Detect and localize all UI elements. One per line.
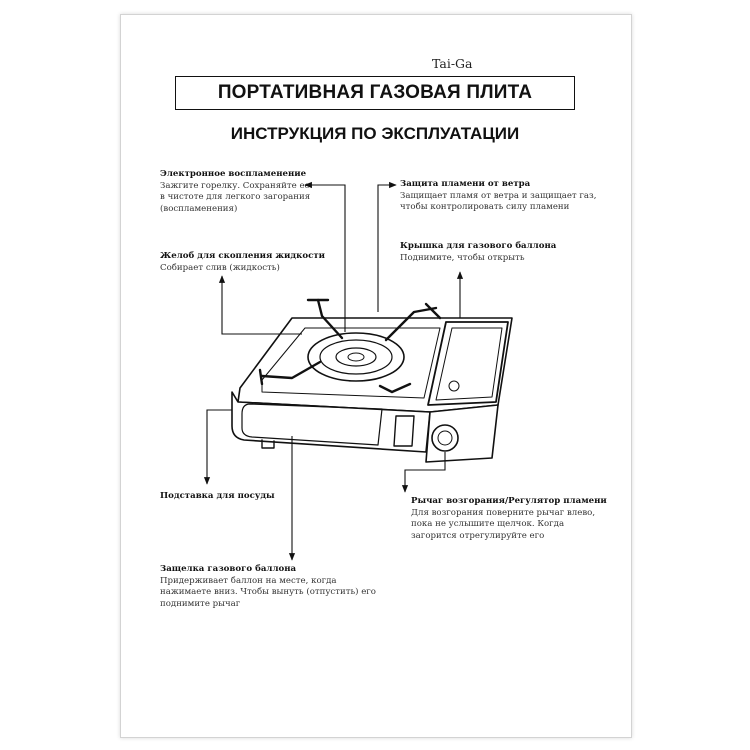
callout-gutter-title: Желоб для скопления жидкости	[160, 251, 326, 261]
callout-lever: Рычаг возгорания/Регулятор пламени Для в…	[411, 496, 607, 542]
callout-ignition-line: в чистоте для легкого загорания	[160, 192, 311, 202]
callout-pot-stand: Подставка для посуды	[160, 491, 275, 503]
brand-name: Tai-Ga	[432, 56, 473, 71]
callout-ignition-line: (воспламенения)	[160, 203, 238, 214]
callout-latch-line: поднимите рычаг	[160, 598, 241, 609]
callout-cover-line: Поднимите, чтобы открыть	[400, 252, 525, 263]
leader-lever	[401, 452, 446, 493]
callout-gutter-line: Собирает слив (жидкость)	[160, 262, 280, 273]
leader-ignition	[304, 181, 346, 332]
callout-wind-title: Защита пламени от ветра	[400, 179, 531, 189]
leader-arrows	[203, 181, 464, 561]
callout-lever-line: пока не услышите щелчок. Когда	[411, 519, 565, 529]
callout-lever-line: загорится отрегулируйте его	[411, 530, 545, 541]
callout-gutter: Желоб для скопления жидкости Собирает сл…	[160, 251, 325, 274]
callout-wind-line: чтобы контролировать силу пламени	[400, 202, 570, 212]
callout-ignition-title: Электронное воспламенение	[160, 169, 307, 179]
callout-pot-stand-title: Подставка для посуды	[160, 491, 275, 501]
callout-lever-line: Для возгорания поверните рычаг влево,	[411, 507, 596, 518]
callout-latch-line: нажимаете вниз. Чтобы вынуть (отпустить)…	[160, 587, 376, 597]
callout-wind-line: Защищает пламя от ветра и защищает газ,	[400, 190, 597, 201]
callout-lever-title: Рычаг возгорания/Регулятор пламени	[411, 496, 607, 506]
callout-wind: Защита пламени от ветра Защищает пламя о…	[400, 179, 596, 214]
callout-cover-title: Крышка для газового баллона	[400, 241, 557, 251]
callout-ignition: Электронное воспламенение Зажгите горелк…	[160, 169, 310, 215]
callout-ignition-line: Зажгите горелку. Сохраняйте ее	[160, 180, 310, 191]
page-subtitle: ИНСТРУКЦИЯ ПО ЭКСПЛУАТАЦИИ	[230, 124, 520, 143]
callout-latch-line: Придерживает баллон на месте, когда	[160, 575, 337, 586]
callout-latch: Защелка газового баллона Придерживает ба…	[160, 564, 376, 610]
page-title: ПОРТАТИВНАЯ ГАЗОВАЯ ПЛИТА	[175, 76, 575, 110]
callout-cover: Крышка для газового баллона Поднимите, ч…	[400, 241, 556, 264]
leader-wind	[377, 181, 397, 312]
portable-gas-stove-icon	[231, 298, 513, 463]
leader-pot-stand	[203, 409, 232, 485]
callout-latch-title: Защелка газового баллона	[160, 564, 297, 574]
leader-gutter	[218, 275, 302, 335]
